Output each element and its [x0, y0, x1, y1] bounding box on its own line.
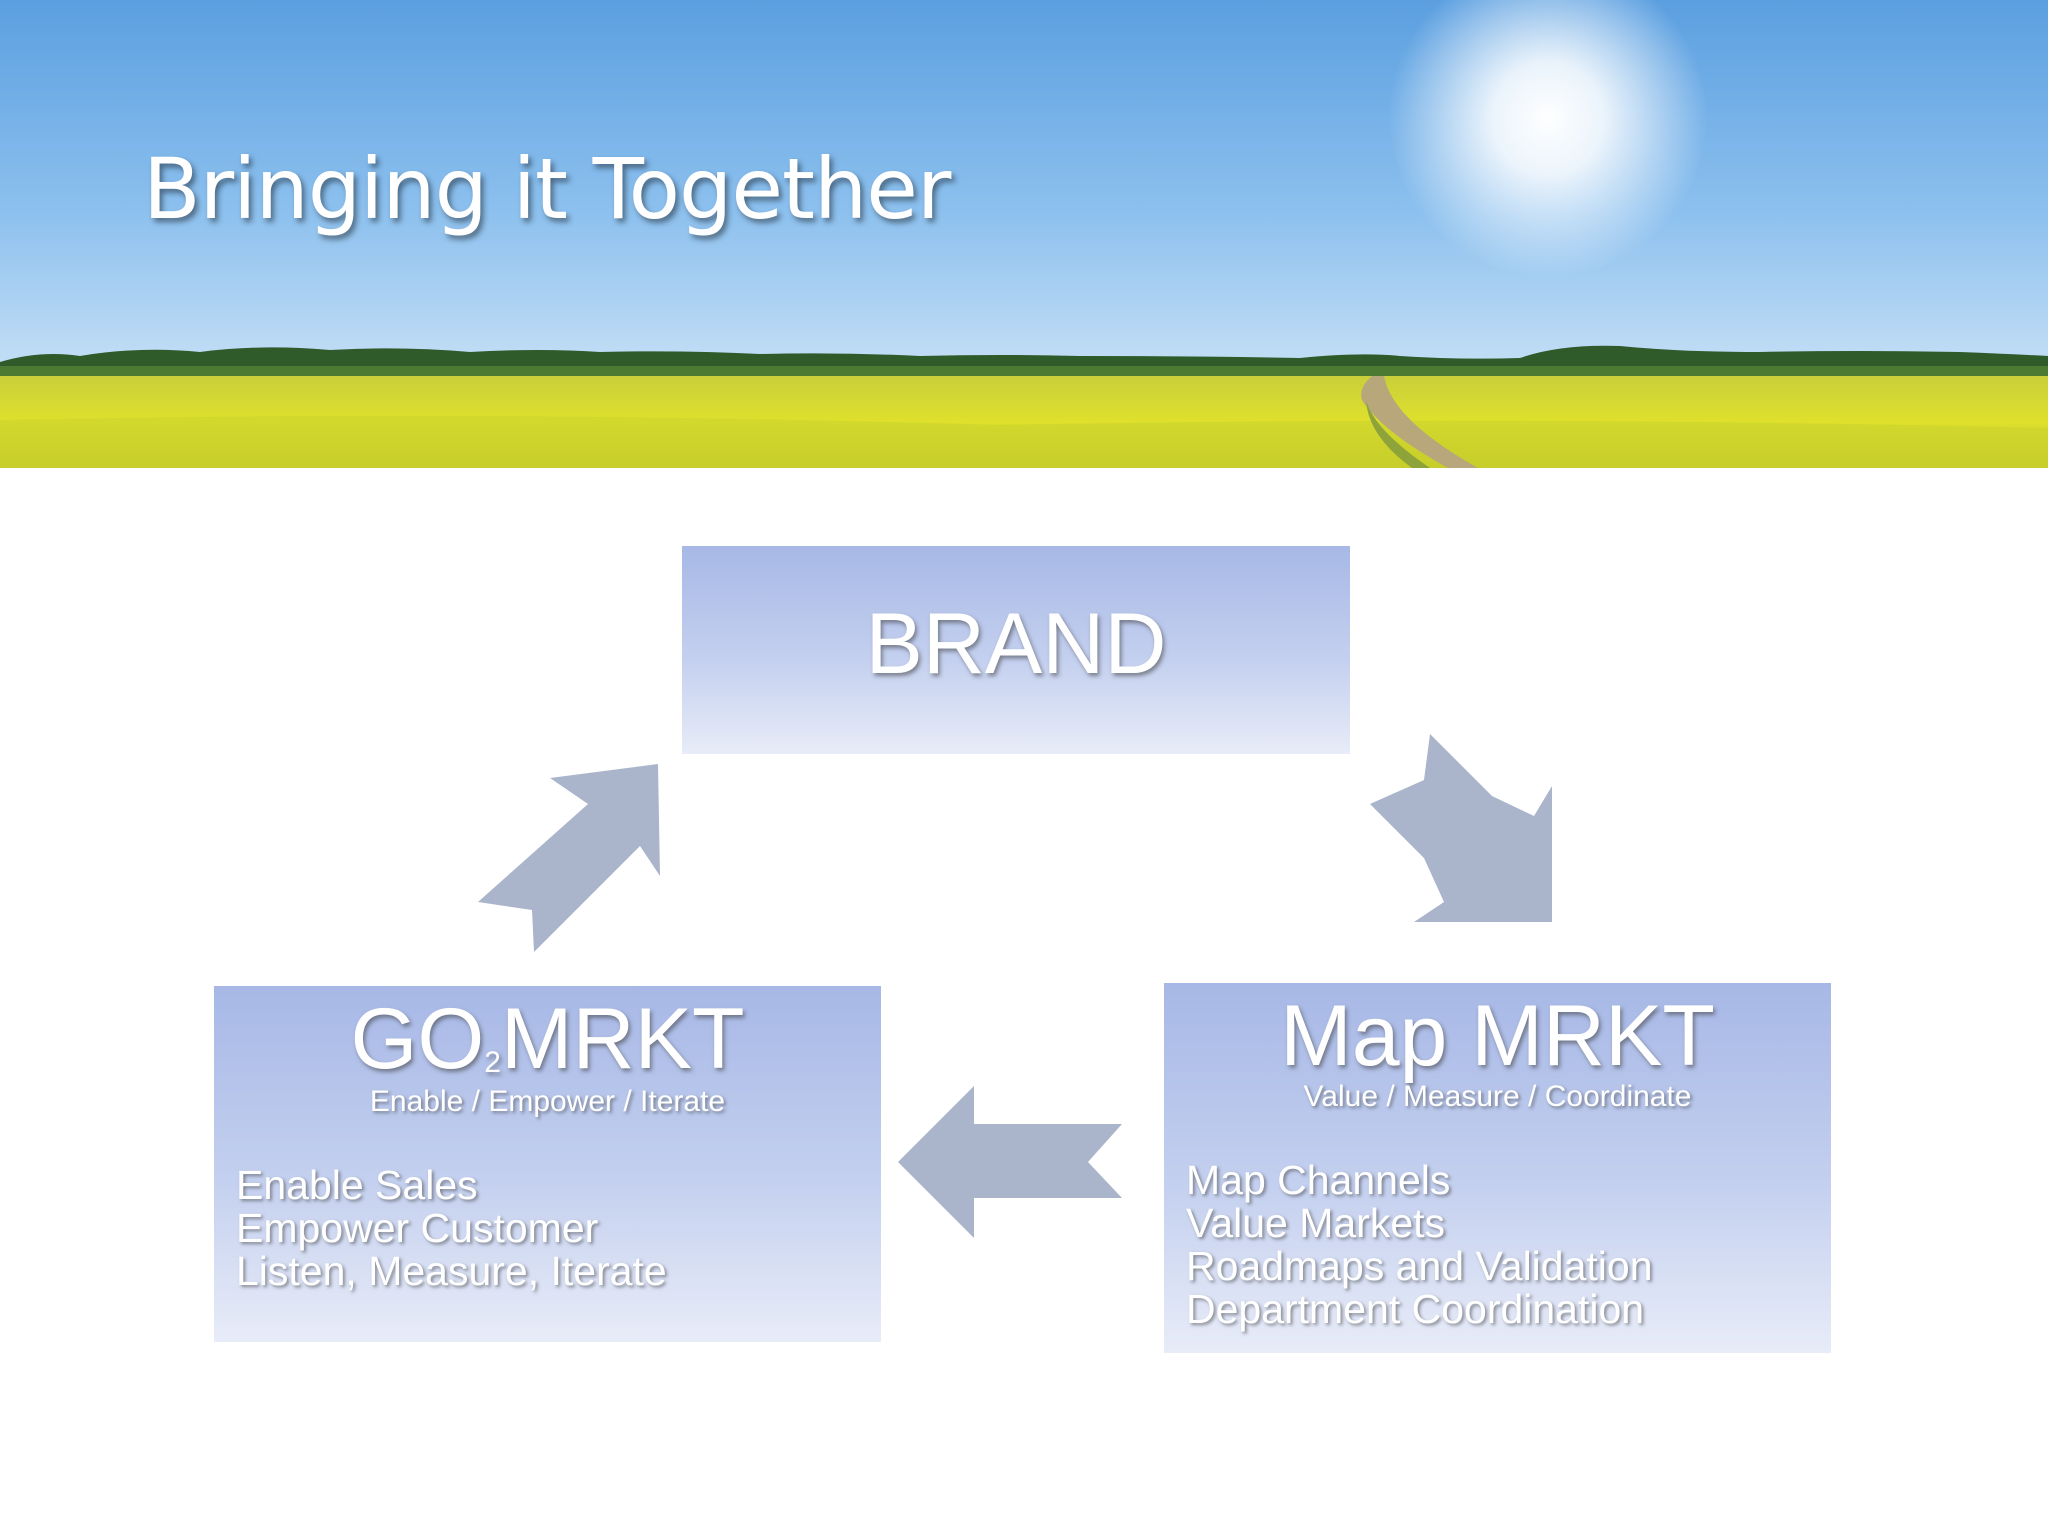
map-mrkt-subtitle: Value / Measure / Coordinate	[1303, 1080, 1692, 1113]
brand-title: BRAND	[865, 596, 1167, 692]
landscape-image	[0, 0, 2048, 468]
go2mrkt-box: GO2MRKT Enable / Empower / Iterate Enabl…	[214, 986, 881, 1342]
slide-title: Bringing it Together	[143, 140, 951, 238]
arrow-up-right-icon	[478, 764, 660, 952]
header-banner	[0, 0, 2048, 468]
go2mrkt-subtitle: Enable / Empower / Iterate	[369, 1085, 726, 1118]
go2mrkt-title-part1: GO	[350, 991, 485, 1087]
arrow-down-right-icon	[1370, 734, 1552, 922]
go2mrkt-title-part2: MRKT	[500, 991, 745, 1087]
list-item: Department Coordination	[1186, 1286, 1645, 1332]
map-mrkt-list: Map Channels Value Markets Roadmaps and …	[1186, 1159, 1653, 1331]
list-item: Roadmaps and Validation	[1186, 1243, 1653, 1289]
go2mrkt-title: GO2MRKT	[214, 996, 881, 1082]
list-item: Enable Sales	[236, 1162, 478, 1208]
list-item: Map Channels	[1186, 1157, 1451, 1203]
go2mrkt-title-subscript: 2	[484, 1046, 501, 1079]
list-item: Listen, Measure, Iterate	[236, 1248, 667, 1294]
go2mrkt-list: Enable Sales Empower Customer Listen, Me…	[236, 1164, 667, 1293]
map-mrkt-box: Map MRKT Value / Measure / Coordinate Ma…	[1164, 983, 1831, 1353]
map-mrkt-title: Map MRKT	[1280, 988, 1715, 1084]
list-item: Empower Customer	[236, 1205, 599, 1251]
brand-box: BRAND	[682, 546, 1350, 754]
list-item: Value Markets	[1186, 1200, 1446, 1246]
arrow-left-icon	[898, 1086, 1122, 1238]
